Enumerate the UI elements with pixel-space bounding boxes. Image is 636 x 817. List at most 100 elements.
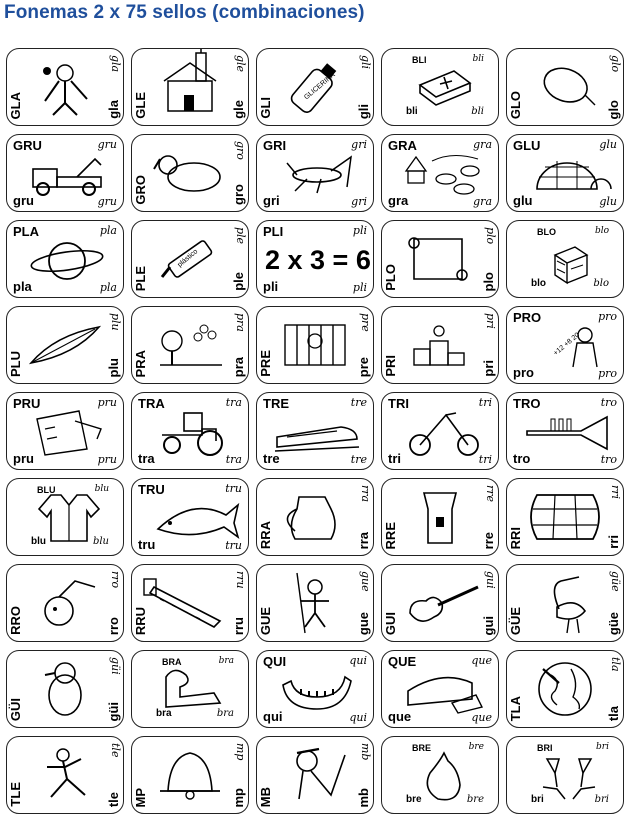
syllable-cursive: gle: [234, 55, 247, 73]
syllable-cursive: gru: [97, 138, 117, 151]
syllable-cursive: qui: [349, 654, 367, 667]
syllable-lower: rro: [106, 616, 121, 635]
church-icon: [163, 49, 217, 112]
syllable-cursive: rri: [609, 485, 622, 500]
syllable-lower: bra: [156, 708, 172, 719]
stamp-mp: MPmpmpmp: [131, 736, 249, 814]
syllable-cursive-bottom: tri: [478, 453, 492, 466]
syllable-cursive: pla: [99, 224, 117, 237]
stamp-rro: RROrrorrorro: [6, 564, 124, 642]
syllable-lower: pra: [231, 356, 246, 377]
flashlight-icon: [422, 492, 458, 544]
syllable-caps: GLE: [133, 92, 148, 119]
syllable-lower: glo: [606, 99, 621, 120]
stamp-rri: RRIrrirrirri: [506, 478, 624, 556]
syllable-caps: GLI: [258, 97, 273, 119]
syllable-lower: rri: [606, 535, 621, 549]
syllable-cursive: glo: [609, 55, 622, 73]
syllable-cursive: blu: [94, 484, 109, 494]
syllable-caps: QUI: [263, 654, 287, 669]
teacher-icon: [572, 327, 598, 368]
syllable-lower: gla: [106, 100, 121, 119]
syllable-cursive: gli: [359, 55, 372, 70]
syllable-caps: TRI: [388, 396, 409, 411]
syllable-cursive: tri: [478, 396, 492, 409]
guitar-icon: [409, 585, 479, 622]
tow-truck-icon: [32, 157, 102, 196]
syllable-caps: PRA: [133, 349, 148, 377]
syllable-cursive: bre: [468, 742, 484, 752]
page-title: Fonemas 2 x 75 sellos (combinaciones): [4, 2, 365, 23]
syllable-cursive: gri: [351, 138, 367, 151]
syllable-lower: gru: [13, 193, 34, 208]
syllable-cursive: gro: [234, 141, 247, 160]
syllable-cursive: gue: [359, 571, 372, 592]
syllable-lower: gri: [263, 193, 280, 208]
syllable-lower: rre: [481, 531, 496, 549]
syllable-caps: RRI: [508, 526, 523, 549]
syllable-caps: PLI: [263, 224, 284, 239]
syllable-caps: GRO: [133, 175, 148, 205]
stamp-gro: GROgrogrogro: [131, 134, 249, 212]
syllable-cursive-bottom: bri: [594, 794, 609, 805]
syllable-cursive: bri: [596, 742, 609, 752]
syllable-caps: GUE: [258, 606, 273, 635]
syllable-lower: pre: [356, 356, 371, 377]
syllable-caps: BRA: [162, 657, 182, 667]
syllable-cursive: rra: [359, 485, 372, 503]
syllable-lower: mb: [356, 787, 371, 808]
syllable-cursive: gla: [109, 55, 122, 73]
syllable-caps: QUE: [388, 654, 417, 669]
syllable-caps: PLO: [383, 264, 398, 291]
syllable-caps: TRA: [138, 396, 165, 411]
cheese-icon: [407, 676, 484, 714]
syllable-lower: gle: [231, 100, 246, 119]
syllable-lower: gro: [231, 184, 246, 205]
stamp-glo: GLOglogloglo: [506, 48, 624, 126]
syllable-caps: GLU: [513, 138, 541, 153]
glycerin-bottle-icon: [290, 63, 337, 113]
syllable-caps: MB: [258, 786, 273, 807]
syllable-lower: pri: [481, 360, 496, 377]
syllable-lower: plu: [106, 357, 121, 378]
tricycle-icon: [409, 412, 479, 456]
syllable-caps: BRI: [537, 743, 553, 753]
syllable-cursive: güe: [609, 571, 622, 592]
syllable-cursive-bottom: bre: [466, 794, 484, 805]
syllable-cursive: plu: [109, 313, 122, 331]
syllable-cursive: bra: [218, 656, 234, 666]
train-icon: [274, 426, 360, 452]
syllable-lower: tri: [388, 451, 401, 466]
trout-icon: [156, 502, 240, 539]
syllable-cursive: pra: [234, 313, 247, 332]
syllable-cursive: pri: [484, 313, 497, 329]
syllable-caps: GLA: [8, 91, 23, 119]
warrior-icon: [296, 572, 329, 634]
stamp-tla: TLAtlatlatla: [506, 650, 624, 728]
syllable-caps: TLE: [8, 782, 23, 807]
syllable-cursive: pro: [598, 310, 617, 323]
syllable-cursive-bottom: tre: [350, 453, 367, 466]
cricket-icon: [286, 155, 352, 194]
test-icon: [36, 410, 102, 456]
syllable-cursive: tre: [350, 396, 367, 409]
syllable-cursive: gra: [473, 138, 492, 151]
syllable-lower: blo: [531, 278, 546, 289]
syllable-cursive: que: [471, 654, 492, 667]
syllable-caps: BLO: [537, 227, 556, 237]
trumpet-icon: [526, 415, 608, 451]
meadow-icon: [160, 324, 222, 366]
syllable-caps: RRU: [133, 606, 148, 635]
syllable-cursive: tra: [225, 396, 242, 409]
